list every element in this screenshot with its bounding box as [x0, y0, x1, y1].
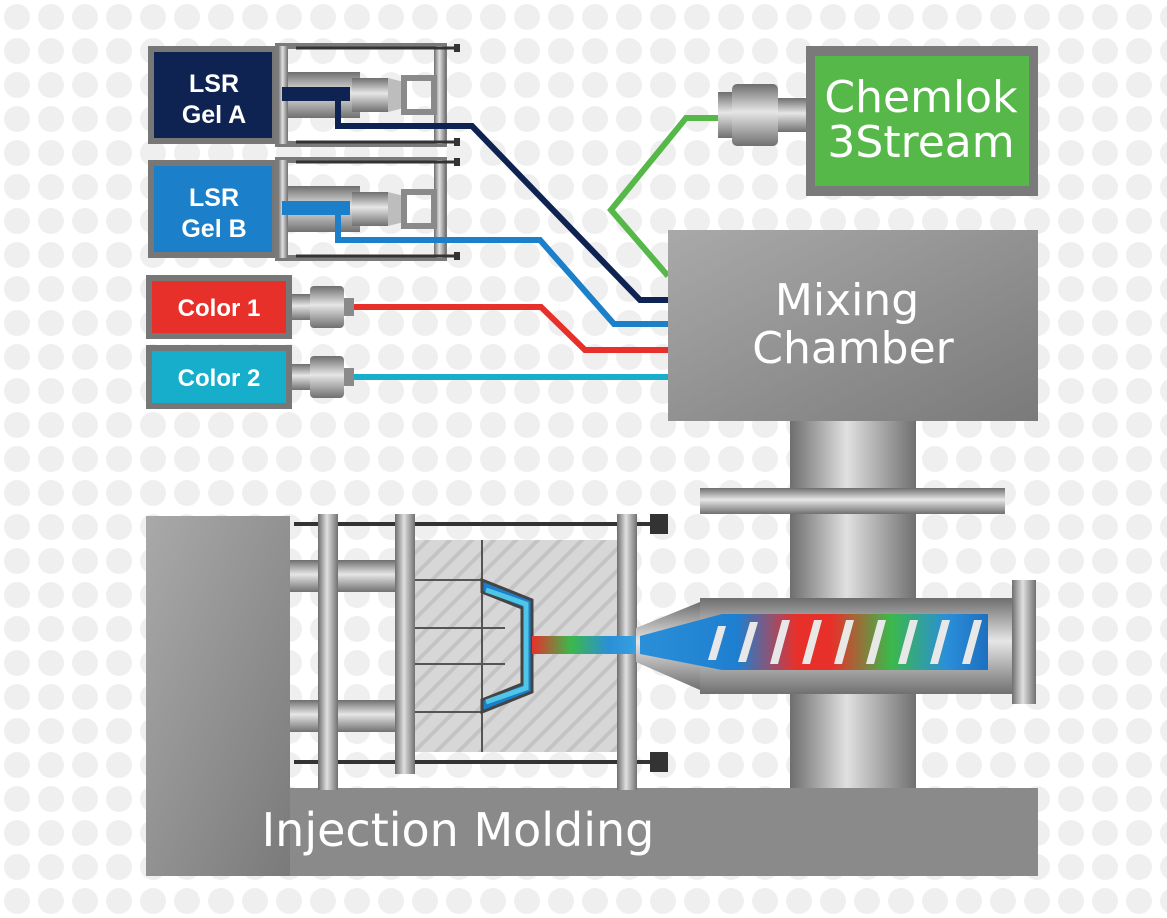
mixing-chamber-label-line2: Chamber — [752, 323, 954, 374]
lsr-gel-b-label-line1: LSR — [189, 184, 239, 212]
chemlok-line — [607, 115, 718, 278]
color-2-unit: Color 2 — [146, 345, 354, 409]
color-1-box — [152, 281, 286, 333]
color-1-unit: Color 1 — [146, 275, 354, 339]
lsr-gel-a-label-line2: Gel A — [182, 101, 246, 129]
gel-a-line — [335, 95, 668, 303]
lsr-gel-b-label-line2: Gel B — [181, 215, 246, 243]
color-1-line — [354, 304, 668, 353]
lsr-gel-a-rod — [282, 87, 350, 101]
chemlok-label-line2: 3Stream — [827, 117, 1014, 168]
mixing-chamber-label-line1: Mixing — [775, 275, 919, 326]
chemlok-label-line1: Chemlok — [824, 72, 1018, 123]
machine-left-housing — [146, 516, 290, 876]
lsr-gel-a-label-line1: LSR — [189, 70, 239, 98]
chemlok-3stream-unit: Chemlok 3Stream — [718, 46, 1038, 196]
lsr-gel-a-box — [154, 52, 272, 138]
screw-flights — [708, 620, 982, 664]
lsr-gel-b-unit: LSR Gel B — [148, 157, 460, 261]
color-2-box — [152, 351, 286, 403]
support-crossbar — [700, 488, 1005, 514]
sprue-channel — [532, 636, 642, 654]
machine-base — [146, 788, 1038, 876]
lsr-gel-b-rod — [282, 201, 350, 215]
injection-molding-machine: Injection Molding — [146, 514, 1038, 876]
mold-cavity — [480, 577, 534, 715]
gel-b-line — [335, 208, 668, 327]
feed-lines — [335, 95, 718, 380]
color-2-label: Color 2 — [178, 365, 261, 392]
color-1-label: Color 1 — [178, 295, 261, 322]
lsr-gel-a-unit: LSR Gel A — [148, 43, 460, 147]
injection-molding-label: Injection Molding — [262, 803, 655, 857]
moving-platen-left — [318, 514, 338, 790]
mixing-chamber-box — [668, 230, 1038, 421]
chemlok-box — [815, 56, 1029, 186]
moving-platen — [395, 514, 415, 774]
lsr-gel-b-box — [154, 166, 272, 252]
